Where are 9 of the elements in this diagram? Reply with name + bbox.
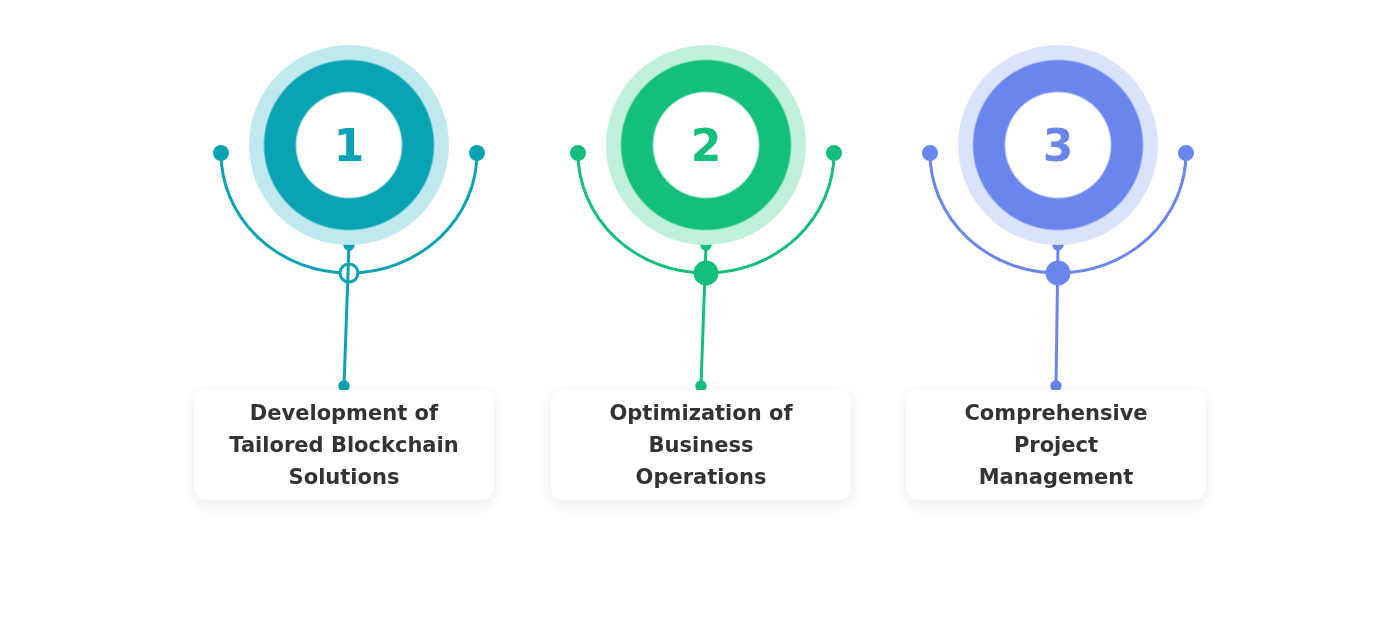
step-number: 3 xyxy=(1042,119,1074,171)
text-card xyxy=(551,390,851,500)
card-text: Development of Tailored Blockchain Solutions xyxy=(228,400,460,491)
card-text: Comprehensive Project Management xyxy=(963,400,1149,491)
text-card xyxy=(194,390,494,500)
step-number: 2 xyxy=(690,119,722,171)
step-number: 1 xyxy=(333,119,365,171)
text-card xyxy=(906,390,1206,500)
card-text: Optimization of Business Operations xyxy=(608,400,794,491)
